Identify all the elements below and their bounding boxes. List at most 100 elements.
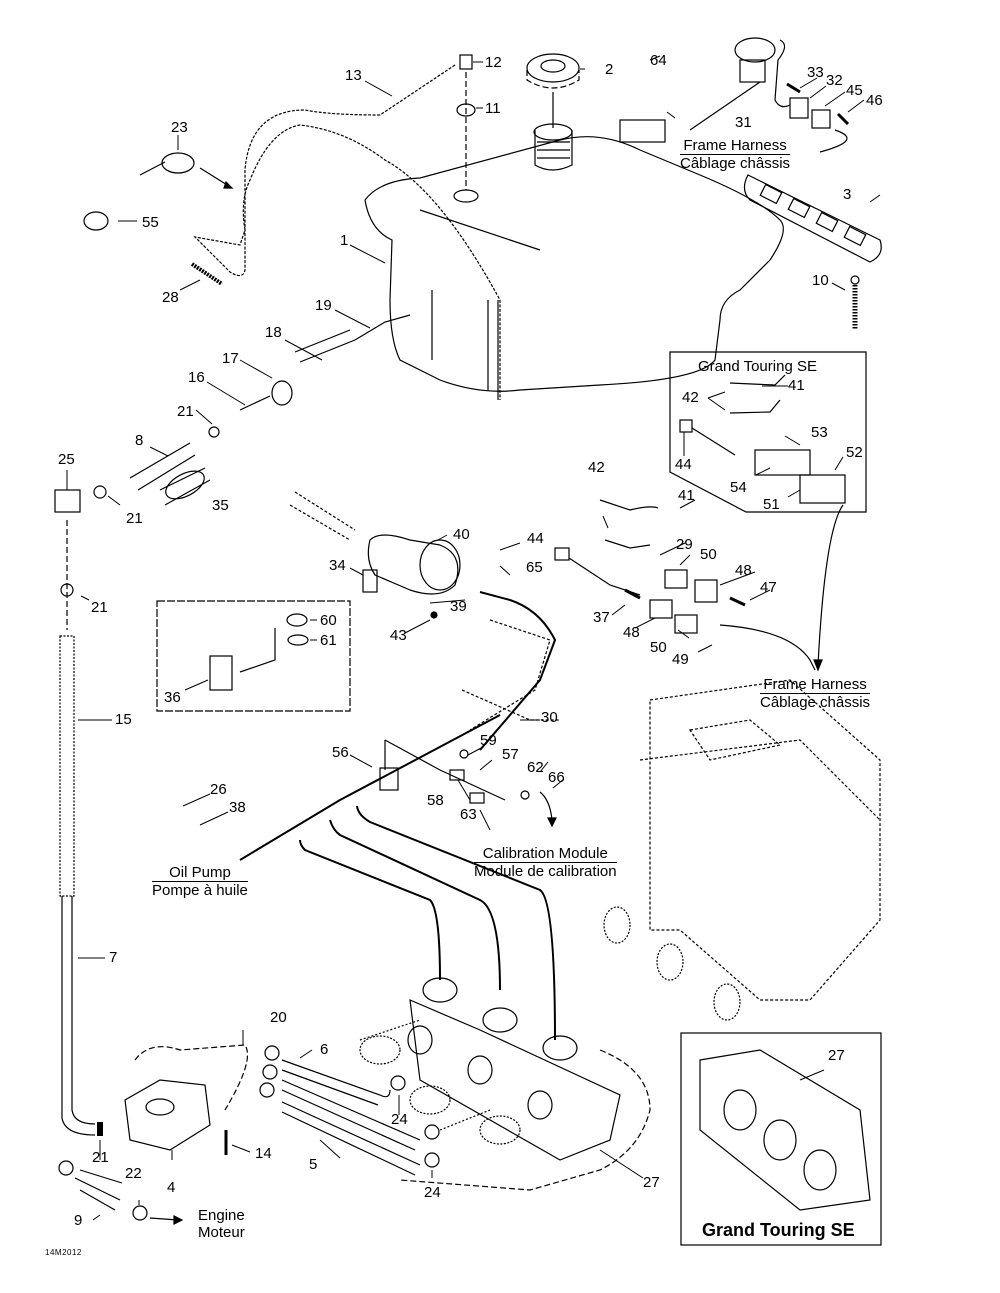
callout-44: 44 xyxy=(527,530,544,547)
diagram-code: 14M2012 xyxy=(45,1248,82,1257)
hose-5a xyxy=(281,1079,421,1151)
elbow-fitting xyxy=(459,54,473,70)
carb-inset-art xyxy=(699,1049,871,1211)
callout-66: 66 xyxy=(548,769,565,786)
callout-22: 22 xyxy=(125,1165,142,1182)
oil-pump-cable xyxy=(239,714,501,861)
vent-hose xyxy=(193,64,501,400)
callout-27: 27 xyxy=(643,1174,660,1191)
inset-box-sensor xyxy=(156,600,351,712)
oil-pump xyxy=(97,1044,249,1151)
callout-52: 52 xyxy=(846,444,863,461)
caption-fr: Moteur xyxy=(198,1224,245,1241)
callout-59: 59 xyxy=(480,732,497,749)
intake-boot xyxy=(603,906,631,944)
callout-16: 16 xyxy=(188,369,205,386)
caption-frame-harness-top: Frame Harness Câblage châssis xyxy=(680,137,791,172)
spring-28 xyxy=(190,262,224,286)
callout-65: 65 xyxy=(526,559,543,576)
callout-2: 2 xyxy=(605,61,614,78)
inset-title-harness: Grand Touring SE xyxy=(698,358,817,375)
callout-57: 57 xyxy=(502,746,519,763)
caption-en: Frame Harness xyxy=(760,676,871,694)
callout-11: 11 xyxy=(485,100,501,117)
hose-9 xyxy=(74,1177,121,1211)
callout-5: 5 xyxy=(309,1156,318,1173)
callout-27-inset: 27 xyxy=(828,1047,845,1064)
wire-3 xyxy=(356,805,556,1041)
callout-17: 17 xyxy=(222,350,239,367)
oil-line xyxy=(61,896,96,1136)
mount-plate xyxy=(743,174,882,263)
callout-51: 51 xyxy=(763,496,780,513)
cap-55 xyxy=(83,211,109,231)
callout-12: 12 xyxy=(485,54,502,71)
callout-23: 23 xyxy=(171,119,188,136)
callout-10: 10 xyxy=(812,272,829,289)
callout-32: 32 xyxy=(826,72,843,89)
callout-20: 20 xyxy=(270,1009,287,1026)
caption-calibration-module: Calibration Module Module de calibration xyxy=(474,845,617,880)
callout-14: 14 xyxy=(255,1145,272,1162)
callout-48-lower: 48 xyxy=(623,624,640,641)
callout-43: 43 xyxy=(390,627,407,644)
wire-2 xyxy=(329,819,501,991)
caption-fr: Câblage châssis xyxy=(680,155,791,172)
callout-19: 19 xyxy=(315,297,332,314)
protective-sleeve xyxy=(59,635,75,897)
callout-60: 60 xyxy=(320,612,337,629)
callout-18: 18 xyxy=(265,324,282,341)
callout-36: 36 xyxy=(164,689,181,706)
callout-47: 47 xyxy=(760,579,777,596)
callout-3: 3 xyxy=(843,186,852,203)
callout-50-upper: 50 xyxy=(700,546,717,563)
callout-21-valve: 21 xyxy=(126,510,143,527)
callout-21-upper: 21 xyxy=(177,403,194,420)
callout-24-upper: 24 xyxy=(391,1111,408,1128)
callout-40: 40 xyxy=(453,526,470,543)
callout-28: 28 xyxy=(162,289,179,306)
hose-6 xyxy=(281,1059,391,1106)
fuel-cap xyxy=(526,53,580,128)
intake-boot xyxy=(656,943,684,981)
filler-neck xyxy=(533,123,573,171)
caption-en: Calibration Module xyxy=(474,845,617,863)
caption-frame-harness-right: Frame Harness Câblage châssis xyxy=(760,676,871,711)
hose-5b xyxy=(281,1101,421,1176)
inset-box-harness xyxy=(669,351,867,513)
harness-inset-parts xyxy=(679,374,846,504)
callout-29: 29 xyxy=(676,536,693,553)
callout-49: 49 xyxy=(672,651,689,668)
caption-fr: Câblage châssis xyxy=(760,694,871,711)
callout-55: 55 xyxy=(142,214,159,231)
callout-1: 1 xyxy=(340,232,349,249)
callout-62: 62 xyxy=(527,759,544,776)
callout-44-inset: 44 xyxy=(675,456,692,473)
callout-21-lower: 21 xyxy=(91,599,108,616)
callout-53: 53 xyxy=(811,424,828,441)
inset-box-carb xyxy=(680,1032,882,1246)
callout-21-pump: 21 xyxy=(92,1149,109,1166)
caption-en: Oil Pump xyxy=(152,864,248,882)
callout-54: 54 xyxy=(730,479,747,496)
throttle-cable xyxy=(479,591,557,751)
callout-39: 39 xyxy=(450,598,467,615)
callout-8: 8 xyxy=(135,432,144,449)
callout-34: 34 xyxy=(329,557,346,574)
callout-24-lower: 24 xyxy=(424,1184,441,1201)
wire-1 xyxy=(299,839,441,981)
callout-7: 7 xyxy=(109,949,118,966)
callout-35: 35 xyxy=(212,497,229,514)
caption-fr: Module de calibration xyxy=(474,863,617,880)
callout-9: 9 xyxy=(74,1212,83,1229)
callout-64: 64 xyxy=(650,52,667,69)
callout-41: 41 xyxy=(678,487,695,504)
callout-61: 61 xyxy=(320,632,337,649)
callout-26: 26 xyxy=(210,781,227,798)
fuel-sender xyxy=(619,37,850,153)
callout-56: 56 xyxy=(332,744,349,761)
carburetors xyxy=(359,977,651,1191)
callout-58: 58 xyxy=(427,792,444,809)
